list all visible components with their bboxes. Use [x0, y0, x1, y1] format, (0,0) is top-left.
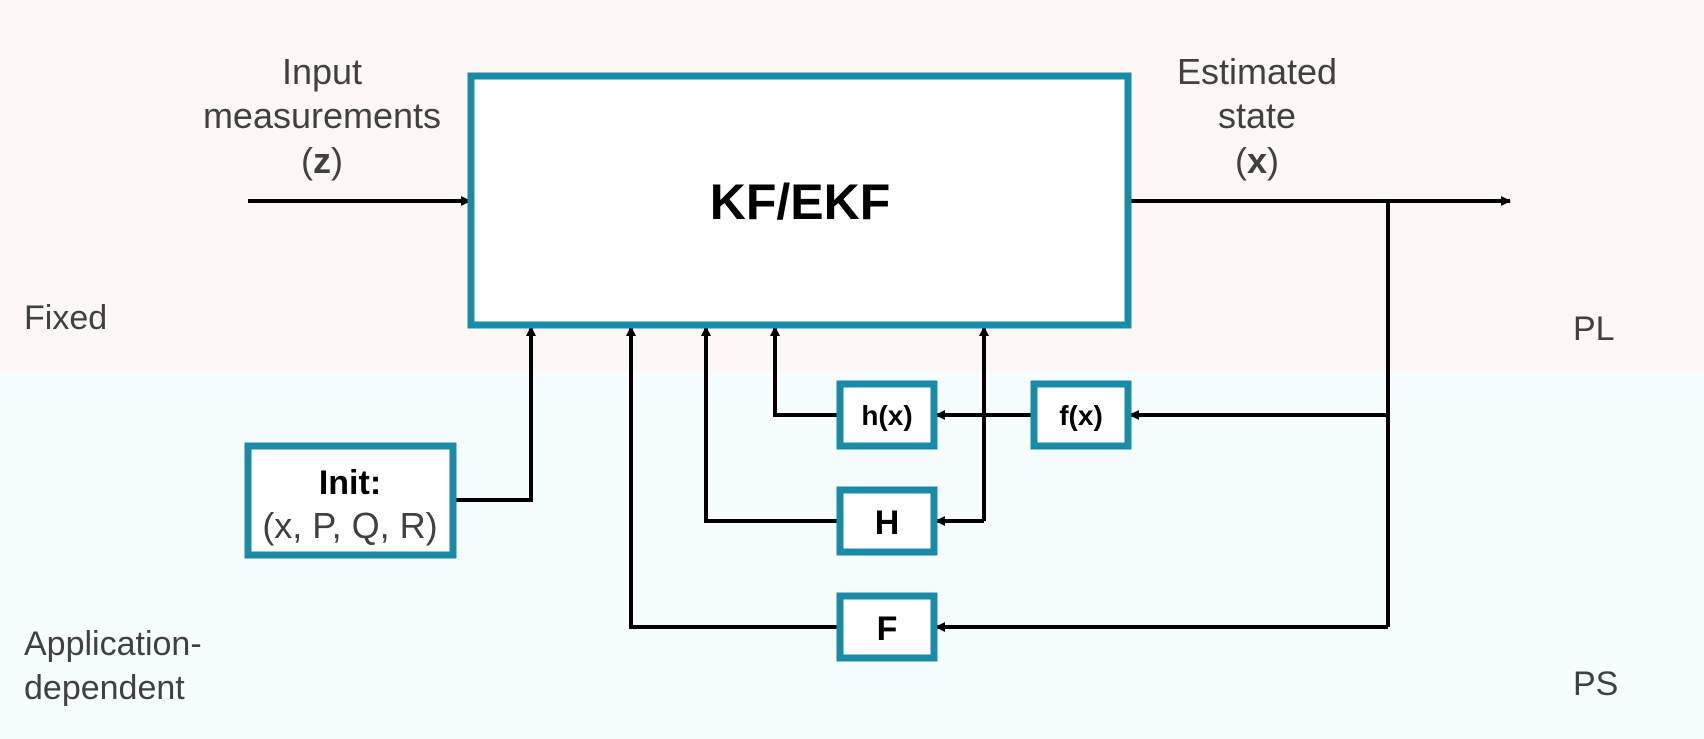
output-label-line1: Estimated: [1177, 51, 1337, 92]
zone-label-ps: PS: [1573, 665, 1618, 703]
f-function-block-frame: [1030, 380, 1132, 450]
zone-label-application-dependent-line1: Application-: [24, 625, 202, 663]
kf-ekf-block-label: KF/EKF: [710, 174, 891, 230]
f-function-block: f(x): [1030, 380, 1132, 450]
output-label-line3: (x): [1235, 140, 1279, 181]
input-symbol-z: z: [313, 140, 331, 181]
H-to-kf-wire: [701, 326, 840, 523]
h-jacobian-block-frame: [836, 486, 938, 556]
init-block-frame: [244, 442, 457, 559]
kf-ekf-block: KF/EKF: [467, 72, 1132, 329]
output-label-line2: state: [1218, 95, 1296, 136]
output-symbol-x: x: [1247, 140, 1267, 181]
zone-label-fixed: Fixed: [24, 299, 107, 337]
input-label-line2: measurements: [203, 95, 441, 136]
h-function-block-label: h(x): [861, 400, 912, 431]
init-block: Init: (x, P, Q, R): [244, 442, 457, 559]
h-jacobian-block: H: [836, 486, 938, 556]
zone-label-application-dependent-line2: dependent: [24, 669, 185, 707]
zone-label-pl: PL: [1573, 310, 1615, 348]
init-block-title: Init:: [319, 464, 381, 502]
h-function-block-frame: [836, 380, 938, 450]
hx-to-kf-wire: [770, 326, 840, 417]
kf-ekf-block-frame: [467, 72, 1132, 329]
f-jacobian-block: F: [836, 592, 938, 662]
init-block-params: (x, P, Q, R): [262, 505, 437, 546]
h-function-block: h(x): [836, 380, 938, 450]
f-function-block-label: f(x): [1059, 400, 1103, 431]
input-label-line1: Input: [282, 51, 362, 92]
input-label-line3: (z): [301, 140, 343, 181]
init-to-kf-wire: [453, 326, 536, 502]
F-to-kf-wire: [626, 326, 840, 629]
connection-wires: [248, 196, 1511, 632]
f-jacobian-block-frame: [836, 592, 938, 662]
h-jacobian-block-label: H: [875, 504, 900, 542]
f-jacobian-block-label: F: [877, 610, 898, 648]
